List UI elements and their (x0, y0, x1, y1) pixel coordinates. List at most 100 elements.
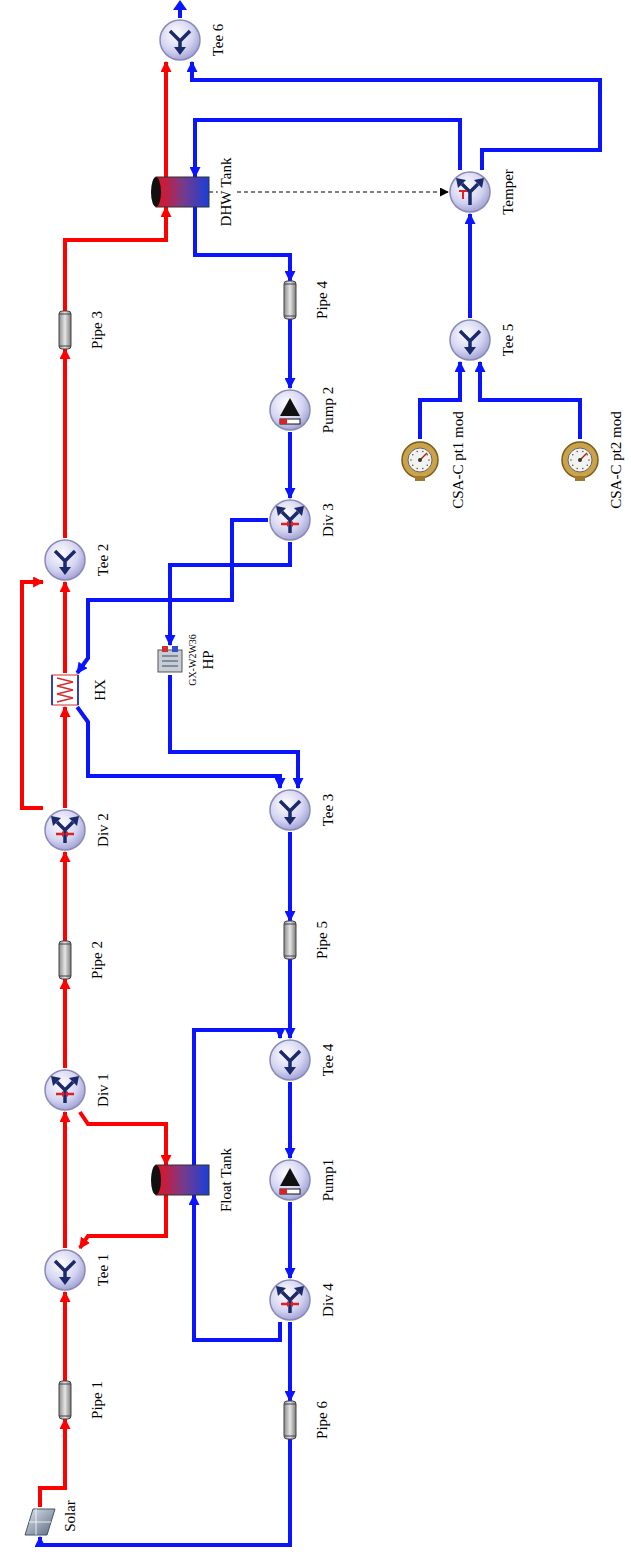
symbol-part (59, 567, 71, 575)
symbol-part (45, 1250, 85, 1290)
hx-component: HX (50, 673, 80, 707)
symbol-part (456, 178, 484, 188)
symbol-part (45, 540, 85, 580)
meter-component: CSA-C pt1 mod (400, 439, 440, 481)
symbol-part (51, 1076, 79, 1086)
symbol-part (426, 454, 428, 456)
symbol-part (25, 1509, 55, 1535)
tee-component: Tee 1 (43, 1248, 87, 1292)
tank-component: DHW Tank (151, 177, 209, 207)
symbol-part (287, 521, 293, 527)
pipe-symbol (284, 1401, 296, 1439)
symbol-part (52, 675, 78, 705)
component-label: Pipe 3 (89, 310, 106, 350)
pipe-connection (63, 852, 67, 941)
symbol-part (280, 398, 300, 416)
pipe-connection (80, 1195, 166, 1248)
symbol-part (450, 172, 490, 212)
symbol-part (284, 924, 296, 956)
component-label: Temper (500, 168, 517, 216)
div-icon (268, 498, 312, 542)
tank-symbol (151, 1165, 209, 1195)
symbol-part (276, 1286, 304, 1296)
symbol-part (578, 458, 582, 462)
symbol-part (57, 822, 73, 843)
symbol-part (408, 448, 432, 472)
symbol-part (410, 459, 412, 461)
symbol-part (412, 454, 414, 456)
component-label: Float Tank (218, 1147, 235, 1213)
div-component: Div 3 (268, 498, 312, 542)
component-label: Tee 3 (320, 793, 337, 828)
tee-component: Tee 4 (268, 1038, 312, 1082)
symbol-part (280, 801, 300, 818)
symbol-part (162, 656, 178, 666)
hp-icon (155, 645, 185, 675)
component-label: Pipe 4 (314, 280, 331, 320)
symbol-part (62, 831, 68, 837)
symbol-part (576, 451, 578, 453)
symbol-part (418, 458, 422, 462)
pump-symbol (270, 1160, 310, 1200)
symbol-part (402, 442, 438, 478)
tee-icon (158, 18, 202, 62)
symbol-part (270, 1040, 310, 1080)
symbol-part (280, 1189, 300, 1194)
symbol-part (280, 1051, 300, 1068)
tank-icon (151, 1165, 209, 1195)
symbol-part (59, 944, 71, 976)
pipe-component: Pipe 4 (284, 281, 296, 319)
symbol-part (151, 1165, 161, 1195)
symbol-part (284, 284, 296, 316)
symbol-part (160, 20, 200, 60)
symbol-part (270, 1160, 310, 1200)
symbol-part (586, 464, 588, 466)
symbol-part (45, 810, 85, 850)
component-label: DHW Tank (218, 157, 235, 228)
component-label: Div 1 (95, 1072, 112, 1108)
symbol-part (287, 1301, 293, 1307)
symbol-part (462, 184, 478, 205)
pipe-component: Pipe 5 (284, 921, 296, 959)
symbol-part (270, 1280, 310, 1320)
div-symbol (45, 810, 85, 850)
symbol-part (280, 419, 287, 424)
symbol-part (59, 311, 71, 349)
symbol-part (270, 790, 310, 830)
component-label: Tee 1 (95, 1253, 112, 1288)
pipe-connection (77, 707, 280, 788)
solar-component: Solar (23, 1507, 57, 1537)
symbol-part (59, 941, 71, 979)
div-icon (43, 808, 87, 852)
component-label: CSA-C pt1 mod (450, 410, 467, 510)
tee-icon (268, 788, 312, 832)
pipe-connection (63, 979, 67, 1068)
component-label: Tee 4 (320, 1043, 337, 1078)
hp-component: GX-W2W36HP (155, 645, 185, 675)
hx-icon (50, 673, 80, 707)
symbol-part (59, 1384, 71, 1416)
symbol-part (156, 1165, 209, 1195)
symbol-part (162, 646, 168, 652)
pipe-icon (59, 941, 71, 979)
div-component: Div 2 (43, 808, 87, 852)
symbol-part (464, 347, 476, 355)
symbol-part (582, 451, 584, 453)
pipe-connection (194, 1195, 280, 1340)
control-signal (209, 191, 448, 192)
meter-component: CSA-C pt2 mod (560, 439, 600, 481)
symbol-part (52, 675, 78, 705)
pipe-icon (284, 921, 296, 959)
pipe-connection (288, 1322, 292, 1401)
tee-symbol (450, 320, 490, 360)
temper-symbol (450, 172, 490, 212)
symbol-part (29, 1509, 51, 1535)
symbol-part (459, 191, 467, 199)
pipe-connection (63, 349, 67, 538)
symbol-part (422, 451, 424, 453)
symbol-part (57, 678, 73, 702)
symbol-part (280, 1168, 300, 1186)
pipe-connection (80, 1112, 166, 1165)
symbol-part (151, 177, 161, 207)
component-label: Pipe 5 (314, 920, 331, 960)
